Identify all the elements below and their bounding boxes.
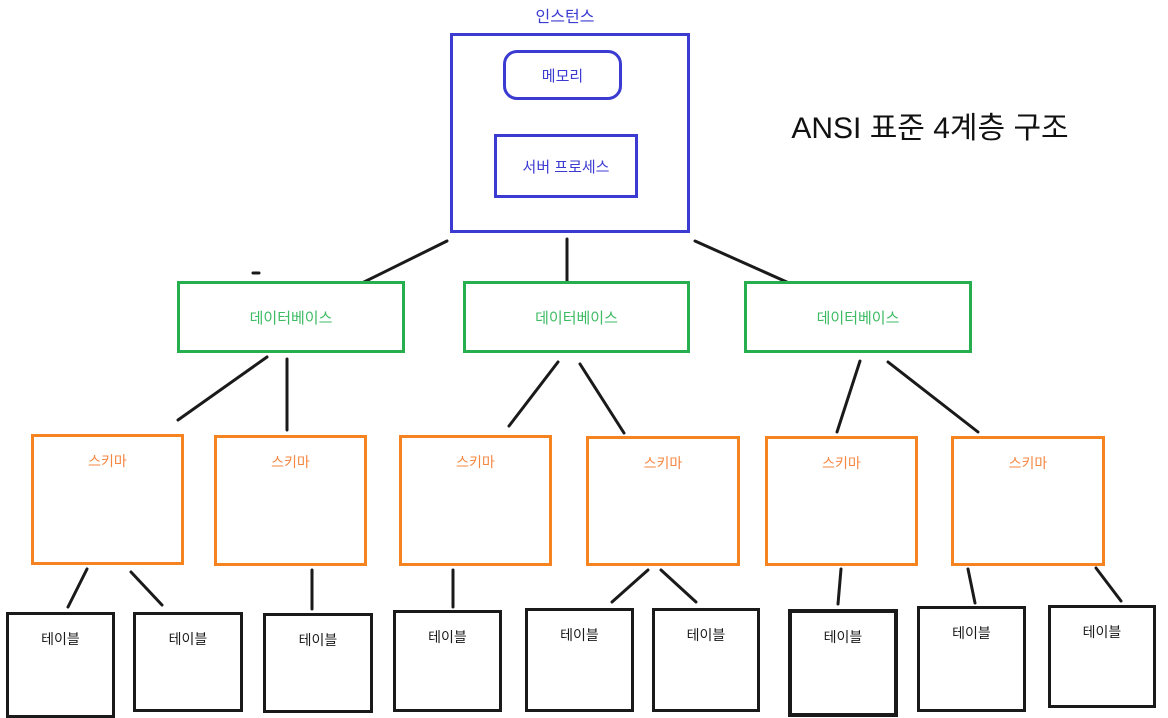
edge-db3-schema5: [835, 359, 862, 434]
schema-label: 스키마: [822, 455, 861, 471]
database-label: 데이터베이스: [249, 309, 333, 327]
database-label: 데이터베이스: [535, 309, 618, 327]
database-label: 데이터베이스: [816, 309, 900, 327]
edge-instance-db1: [360, 239, 449, 285]
edge-db3-schema6: [886, 360, 980, 434]
schema-label: 스키마: [643, 455, 683, 471]
edge-db1-schema1: [176, 355, 269, 422]
edge-schema5-table7: [836, 567, 843, 606]
edge-schema4-table5: [610, 568, 650, 604]
edge-schema6-table9: [1094, 566, 1123, 603]
schema-label: 스키마: [271, 454, 310, 470]
server-process-box: 서버 프로세스: [494, 134, 638, 198]
table-box-8: 테이블: [917, 606, 1026, 712]
table-box-1: 테이블: [6, 612, 115, 718]
table-box-4: 테이블: [393, 610, 502, 712]
schema-box-1: 스키마: [31, 434, 184, 565]
database-box-3: 데이터베이스: [744, 281, 972, 353]
table-label: 테이블: [952, 625, 991, 641]
edge-schema6-table8: [966, 567, 977, 605]
edge-schema1-table1: [66, 567, 89, 609]
instance-label: 인스턴스: [535, 9, 595, 26]
schema-box-4: 스키마: [586, 436, 740, 566]
edge-db2-schema4: [578, 362, 626, 435]
database-box-2: 데이터베이스: [463, 281, 690, 353]
schema-box-3: 스키마: [399, 435, 552, 566]
table-box-7: 테이블: [788, 609, 898, 717]
table-box-3: 테이블: [263, 613, 373, 713]
database-box-1: 데이터베이스: [177, 281, 405, 353]
table-label: 테이블: [168, 631, 208, 647]
edge-schema4-table6: [659, 568, 698, 604]
schema-box-6: 스키마: [951, 436, 1105, 566]
table-label: 테이블: [560, 627, 599, 643]
table-label: 테이블: [823, 629, 863, 645]
memory-label: 메모리: [541, 67, 584, 85]
table-box-5: 테이블: [525, 608, 634, 712]
schema-label: 스키마: [88, 453, 127, 469]
table-label: 테이블: [686, 627, 726, 643]
schema-box-2: 스키마: [214, 435, 367, 566]
table-label: 테이블: [1082, 624, 1122, 640]
table-label: 테이블: [298, 632, 338, 648]
schema-label: 스키마: [1008, 455, 1048, 471]
diagram-title: ANSI 표준 4계층 구조: [791, 112, 1069, 145]
table-box-2: 테이블: [133, 612, 243, 712]
edge-instance-db3: [693, 239, 791, 285]
table-box-9: 테이블: [1048, 605, 1156, 708]
schema-box-5: 스키마: [765, 436, 918, 566]
edge-schema1-table2: [129, 570, 164, 607]
memory-box: 메모리: [503, 50, 622, 100]
edge-db2-schema3: [507, 360, 560, 428]
table-label: 테이블: [428, 629, 467, 645]
schema-label: 스키마: [456, 454, 495, 470]
server-process-label: 서버 프로세스: [522, 158, 610, 176]
table-box-6: 테이블: [652, 608, 760, 712]
table-label: 테이블: [41, 631, 80, 647]
